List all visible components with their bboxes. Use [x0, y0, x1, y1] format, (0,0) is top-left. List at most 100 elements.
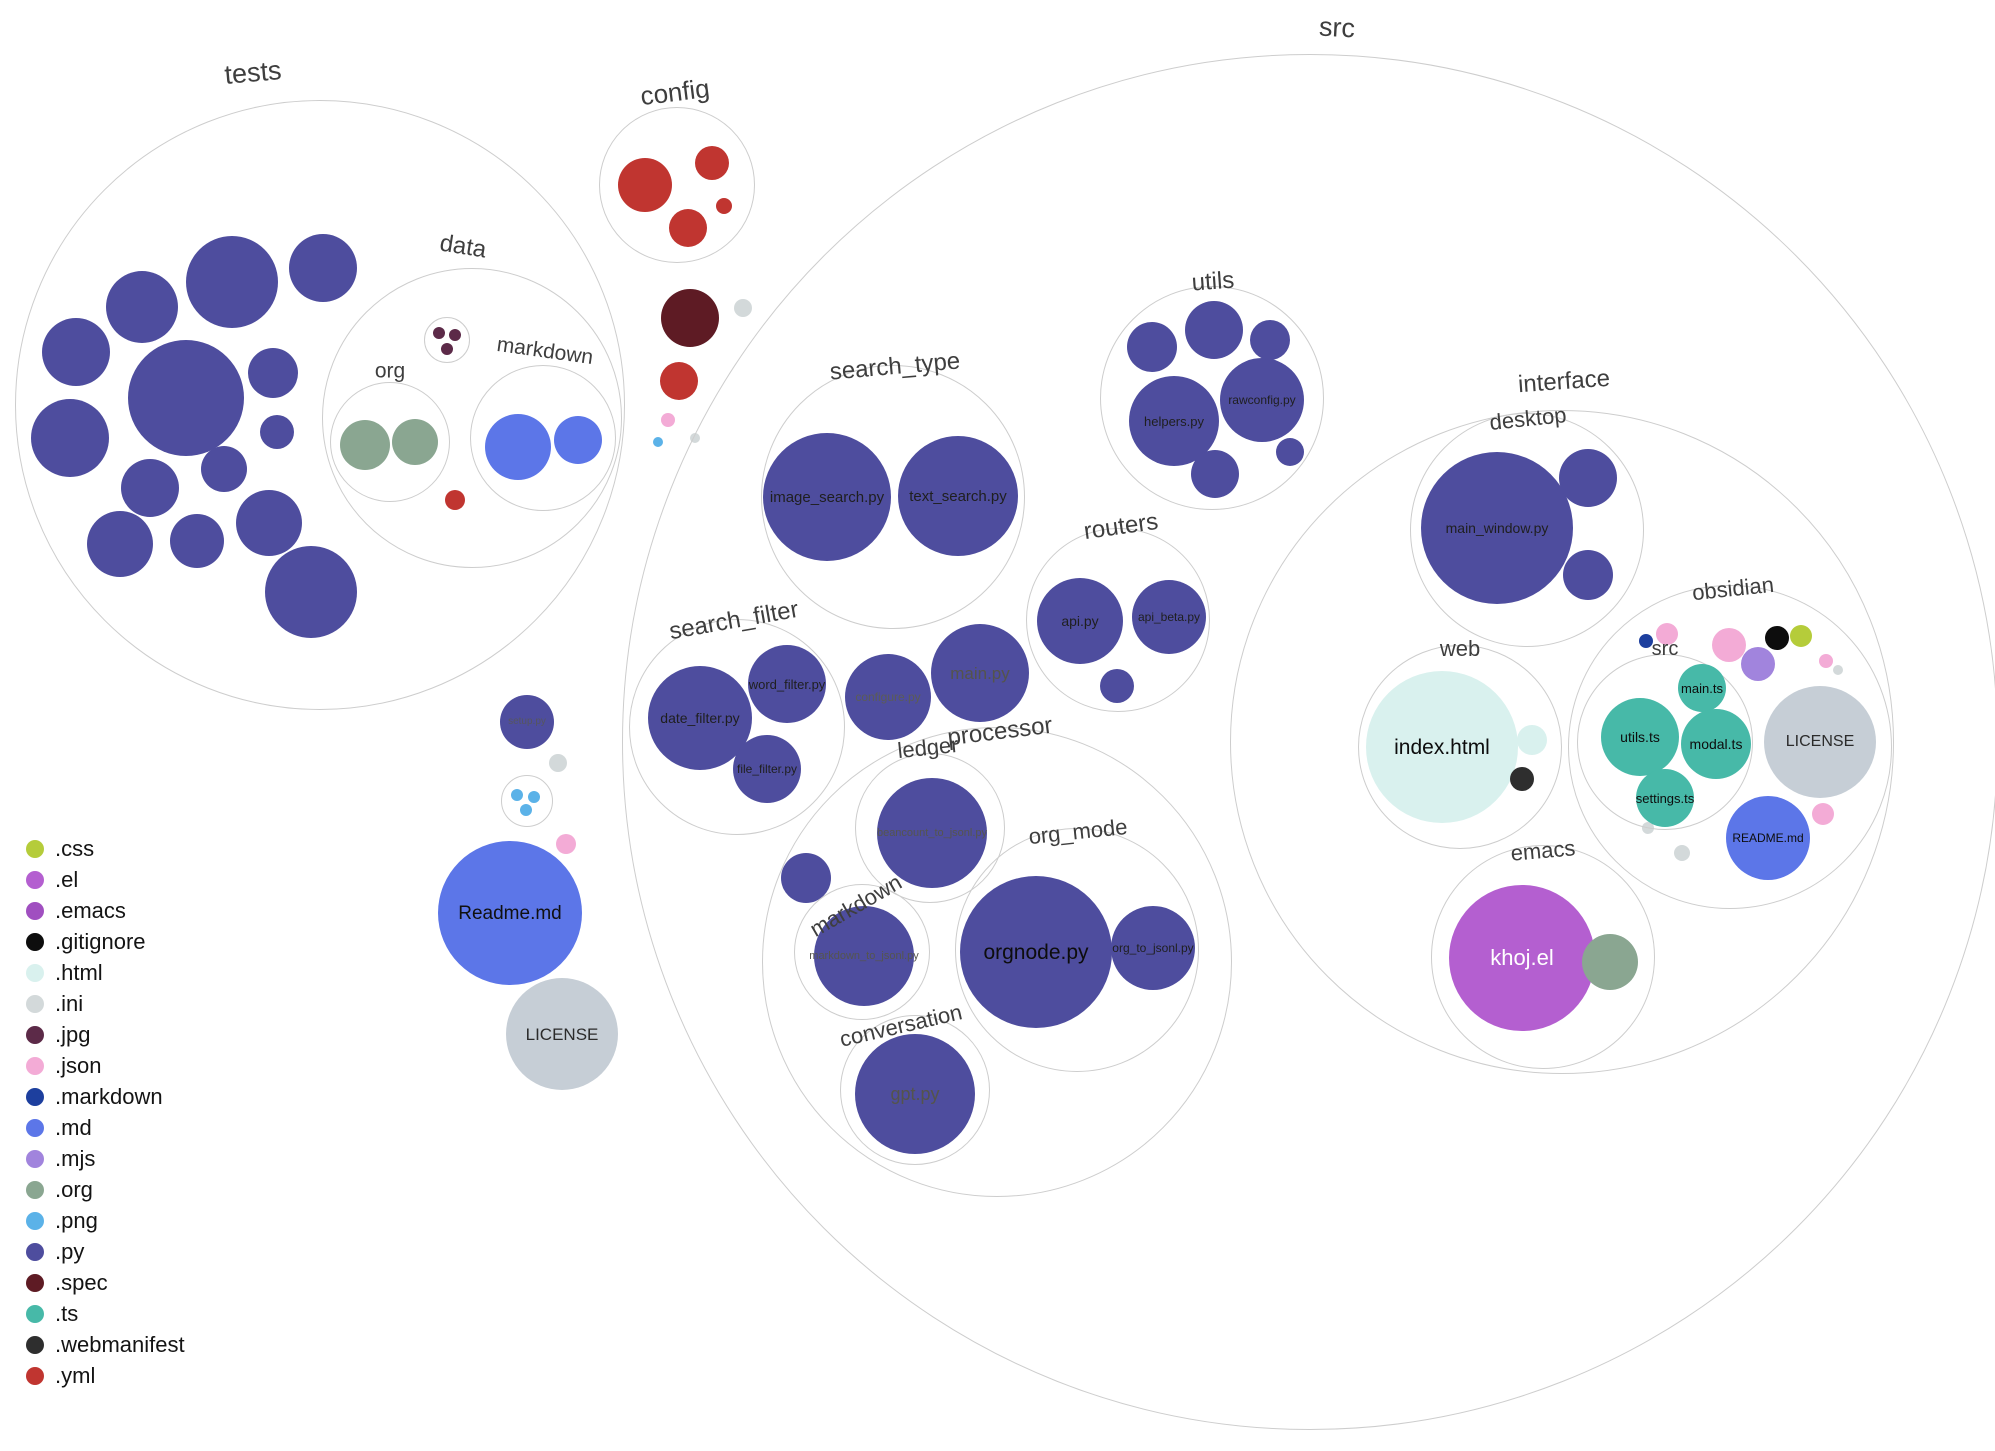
dir-label-src-5: src — [1318, 11, 1356, 44]
legend-dot-ts — [26, 1304, 44, 1323]
legend-item-css: .css — [26, 833, 185, 864]
legend-dot-gitignore — [26, 932, 44, 951]
file-circle-utils-py-2 — [1185, 301, 1243, 359]
file-circle-jpg-1 — [433, 327, 445, 339]
legend-dot-ini — [26, 994, 44, 1013]
file-circle-web-webmanifest — [1510, 767, 1534, 791]
file-circle-configure.py: configure.py — [845, 654, 931, 740]
file-circle-tests-py-9 — [201, 446, 247, 492]
file-circle-obsidian-ini-2 — [1674, 845, 1690, 861]
file-circle-obsidian-css — [1790, 625, 1812, 647]
file-circle-LICENSE: LICENSE — [506, 978, 618, 1090]
file-circle-obsidian-json-4 — [1812, 803, 1834, 825]
file-label-api_beta.py: api_beta.py — [1137, 610, 1201, 624]
file-label-main.ts: main.ts — [1681, 680, 1723, 696]
legend-item-yml: .yml — [26, 1360, 185, 1391]
file-label-obsidian-README.md: README.md — [1732, 831, 1804, 845]
file-circle-main.ts: main.ts — [1678, 664, 1726, 712]
legend-item-webmanifest: .webmanifest — [26, 1329, 185, 1360]
file-circle-helpers.py: helpers.py — [1129, 376, 1219, 466]
file-label-date_filter.py: date_filter.py — [660, 710, 740, 726]
legend-dot-webmanifest — [26, 1335, 44, 1354]
file-circle-tests-py-2 — [186, 236, 278, 328]
file-circle-png-dot-2 — [528, 791, 540, 803]
file-label-org_to_jsonl.py: org_to_jsonl.py — [1112, 941, 1194, 955]
file-circle-orgnode.py: orgnode.py — [960, 876, 1112, 1028]
file-label-text_search.py: text_search.py — [909, 487, 1007, 505]
legend-dot-spec — [26, 1273, 44, 1292]
legend-item-jpg: .jpg — [26, 1019, 185, 1050]
file-circle-emacs-org-file — [1582, 934, 1638, 990]
file-circle-tests-py-11 — [87, 511, 153, 577]
legend-dot-org — [26, 1180, 44, 1199]
file-circle-text_search.py: text_search.py — [898, 436, 1018, 556]
file-circle-obsidian-ini-1 — [1833, 665, 1843, 675]
file-circle-rawconfig.py: rawconfig.py — [1220, 358, 1304, 442]
dir-label-interface-15: interface — [1517, 364, 1611, 399]
legend-item-mjs: .mjs — [26, 1143, 185, 1174]
file-circle-config-yml-3 — [669, 209, 707, 247]
file-circle-png-dot-3 — [520, 804, 532, 816]
file-circle-config-yml-1 — [618, 158, 672, 212]
dir-circle-data-images — [424, 317, 470, 363]
file-label-orgnode.py: orgnode.py — [983, 940, 1089, 964]
file-circle-image_search.py: image_search.py — [763, 433, 891, 561]
file-label-helpers.py: helpers.py — [1144, 413, 1204, 429]
legend-label-org: .org — [55, 1176, 93, 1202]
legend-label-ini: .ini — [55, 990, 84, 1016]
file-label-configure.py: configure.py — [855, 690, 921, 704]
file-circle-obsidian-gitignore — [1765, 626, 1789, 650]
dir-circle-routers — [1026, 528, 1210, 712]
file-circle-obsidian-README.md: README.md — [1726, 796, 1810, 880]
file-circle-web-html-1 — [1517, 725, 1547, 755]
dir-circle-interface — [1230, 410, 1894, 1074]
legend-label-yml: .yml — [55, 1362, 96, 1388]
dir-label-utils-7: utils — [1190, 266, 1236, 297]
file-circle-api_beta.py: api_beta.py — [1132, 580, 1206, 654]
dir-circle-processor — [762, 727, 1232, 1197]
file-circle-root-json-2 — [556, 834, 576, 854]
file-circle-desktop-py-2 — [1563, 550, 1613, 600]
file-label-api.py: api.py — [1061, 613, 1099, 629]
dir-circle-ledger — [855, 753, 1005, 903]
legend-label-markdown: .markdown — [55, 1083, 163, 1109]
file-circle-jpg-2 — [449, 329, 461, 341]
file-label-Readme.md: Readme.md — [458, 902, 562, 924]
file-circle-jpg-3 — [441, 343, 453, 355]
extension-legend: .css.el.emacs.gitignore.html.ini.jpg.jso… — [26, 833, 185, 1391]
file-circle-config-yml-2 — [695, 146, 729, 180]
file-circle-gpt.py: gpt.py — [855, 1034, 975, 1154]
legend-dot-png — [26, 1211, 44, 1230]
dir-circle-config — [599, 107, 755, 263]
file-circle-app-spec — [661, 289, 719, 347]
file-circle-root-png-1 — [653, 437, 663, 447]
file-circle-api.py: api.py — [1037, 578, 1123, 664]
file-circle-tests-py-13 — [236, 490, 302, 556]
file-label-main.py: main.py — [950, 663, 1010, 683]
legend-item-org: .org — [26, 1174, 185, 1205]
legend-label-html: .html — [55, 959, 103, 985]
file-label-settings.ts: settings.ts — [1635, 790, 1695, 806]
file-circle-obsidian-LICENSE: LICENSE — [1764, 686, 1876, 798]
legend-label-el: .el — [55, 866, 79, 892]
file-circle-setup.py: setup.py — [500, 695, 554, 749]
legend-dot-css — [26, 839, 44, 858]
file-circle-main_window.py: main_window.py — [1421, 452, 1573, 604]
legend-label-gitignore: .gitignore — [55, 928, 146, 954]
dir-circle-emacs — [1431, 845, 1655, 1069]
dir-circle-search_filter — [629, 619, 845, 835]
file-circle-utils.ts: utils.ts — [1601, 698, 1679, 776]
legend-label-py: .py — [55, 1238, 85, 1264]
dir-circle-org_mode — [955, 828, 1199, 1072]
file-circle-tests-py-10 — [260, 415, 294, 449]
dir-circle-desktop — [1410, 413, 1644, 647]
file-label-gpt.py: gpt.py — [890, 1084, 940, 1104]
dir-circle-obsidian-src — [1577, 654, 1753, 830]
legend-dot-yml — [26, 1366, 44, 1385]
legend-label-json: .json — [55, 1052, 102, 1078]
legend-dot-mjs — [26, 1149, 44, 1168]
legend-item-html: .html — [26, 957, 185, 988]
dir-label-config-1: config — [638, 72, 712, 112]
file-circle-utils-py-5 — [1276, 438, 1304, 466]
legend-label-mjs: .mjs — [55, 1145, 96, 1171]
